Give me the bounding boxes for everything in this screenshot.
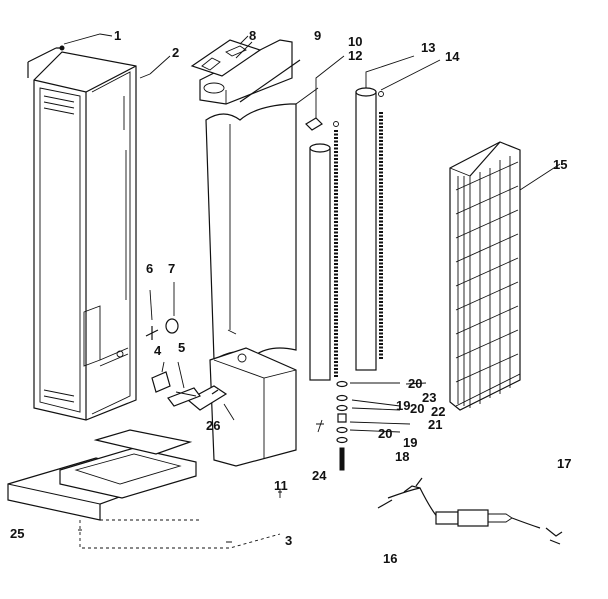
label-24: 24 bbox=[312, 468, 327, 483]
part-2-cabinet-housing bbox=[33, 51, 151, 421]
label-5: 5 bbox=[178, 340, 185, 355]
label-22: 22 bbox=[431, 404, 445, 419]
part-7-knob bbox=[165, 282, 179, 334]
label-23: 23 bbox=[422, 390, 436, 405]
part-9-top-cap bbox=[199, 39, 293, 105]
label-20b: 20 bbox=[410, 401, 424, 416]
part-15-wire-grille bbox=[449, 141, 561, 411]
base-outline-dashed bbox=[78, 519, 281, 549]
label-21: 21 bbox=[428, 417, 442, 432]
label-1: 1 bbox=[114, 28, 121, 43]
label-16: 16 bbox=[383, 551, 397, 566]
part-26-switch-base bbox=[186, 347, 297, 467]
label-6: 6 bbox=[146, 261, 153, 276]
label-20c: 20 bbox=[378, 426, 392, 441]
label-17: 17 bbox=[557, 456, 571, 471]
label-26: 26 bbox=[206, 418, 220, 433]
label-3: 3 bbox=[285, 533, 292, 548]
label-25: 25 bbox=[10, 526, 24, 541]
part-4-thermostat bbox=[151, 361, 171, 393]
label-20a: 20 bbox=[408, 376, 422, 391]
leader-lines bbox=[149, 35, 427, 421]
hardware-stack bbox=[316, 380, 411, 471]
part-11-screw bbox=[278, 490, 282, 498]
label-2: 2 bbox=[172, 45, 179, 60]
heating-element-right bbox=[378, 59, 441, 360]
part-5-switch bbox=[167, 361, 201, 407]
part-8-bracket bbox=[190, 39, 262, 77]
part-1-clip bbox=[27, 33, 113, 78]
part-6-knob-screw bbox=[145, 289, 159, 340]
part-16-power-cord bbox=[377, 477, 563, 545]
tube-left bbox=[309, 143, 331, 381]
label-19b: 19 bbox=[403, 435, 417, 450]
label-8: 8 bbox=[249, 28, 256, 43]
label-7: 7 bbox=[168, 261, 175, 276]
tube-right bbox=[355, 55, 415, 371]
part-10-reflector bbox=[205, 59, 319, 362]
label-11: 11 bbox=[274, 478, 288, 493]
part-12-clip bbox=[305, 55, 345, 131]
label-4: 4 bbox=[154, 343, 162, 358]
label-10: 10 bbox=[348, 34, 362, 49]
label-14: 14 bbox=[445, 49, 460, 64]
label-15: 15 bbox=[553, 157, 567, 172]
heating-element-left bbox=[333, 121, 339, 378]
label-9: 9 bbox=[314, 28, 321, 43]
label-19a: 19 bbox=[396, 398, 410, 413]
label-13: 13 bbox=[421, 40, 435, 55]
label-18: 18 bbox=[395, 449, 409, 464]
label-12: 12 bbox=[348, 48, 362, 63]
base-tray bbox=[59, 429, 197, 499]
